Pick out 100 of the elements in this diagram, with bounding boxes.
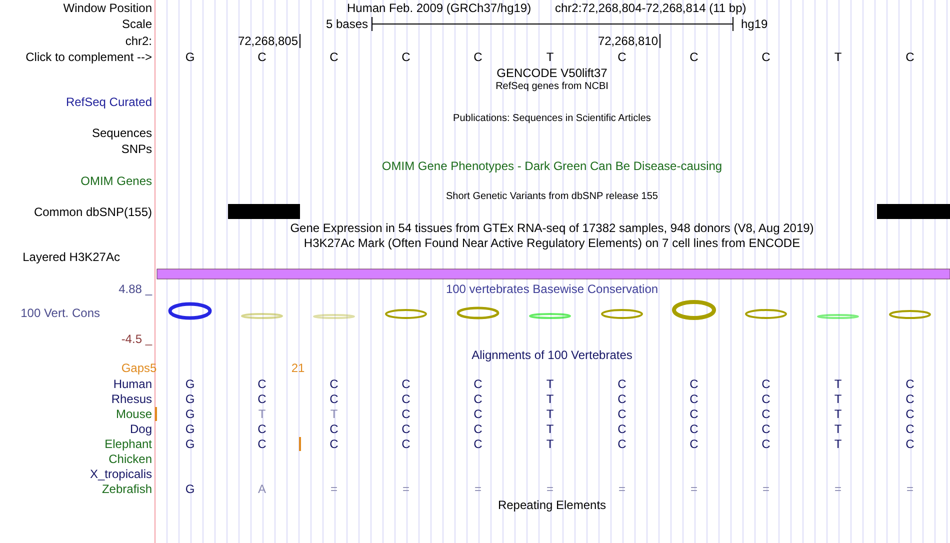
base-letter: T [546,407,554,421]
base-letter: T [546,392,554,406]
track-label: Sequences [92,126,152,140]
base-letter: G [185,422,195,436]
base-letter: C [402,392,410,406]
base-letter: C [690,377,698,391]
base-letter: C [618,407,626,421]
track-label: SNPs [121,142,152,156]
base-letter: C [330,437,338,451]
track-label: Click to complement --> [26,50,152,64]
base-letter: C [618,50,626,64]
base-letter: C [402,50,410,64]
base-letter: C [474,50,482,64]
base-letter: C [690,392,698,406]
position-label: 72,268,810 [598,34,658,48]
base-letter: = [906,482,914,496]
base-letter: G [185,482,195,496]
base-letter: T [834,50,842,64]
base-letter: C [402,407,410,421]
axis-value: -4.5 _ [121,332,152,346]
species-label: X_tropicalis [90,467,152,481]
base-letter: C [258,422,266,436]
track-label: Gaps [121,361,150,375]
base-letter: C [618,422,626,436]
track-label: RefSeq Curated [66,95,152,109]
base-letter: C [330,422,338,436]
base-letter: = [474,482,482,496]
track-title: H3K27Ac Mark (Often Found Near Active Regulatory Elements) on 7 cell lines from ENCODE [304,236,800,250]
base-letter: G [185,377,195,391]
gap-count: 5 [150,361,157,375]
base-letter: = [330,482,338,496]
track-label: chr2: [125,34,152,48]
track-label: Common dbSNP(155) [34,205,152,219]
base-letter: C [906,407,914,421]
track-title: GENCODE V50lift37 [496,66,608,80]
base-letter: C [330,50,338,64]
species-label: Mouse [116,407,152,421]
species-label: Chicken [108,452,152,466]
track-title: Gene Expression in 54 tissues from GTEx RNA-seq of 17382 samples, 948 donors (V8, Aug 2019) [290,221,814,235]
species-label: Human [113,377,152,391]
track-title: Publications: Sequences in Scientific Articles [453,112,651,126]
assembly-label: hg19 [741,17,768,31]
base-letter: C [906,392,914,406]
base-letter: C [690,422,698,436]
base-letter: T [546,377,554,391]
base-letter: A [258,482,266,496]
base-letter: C [906,50,914,64]
base-letter: C [762,50,770,64]
track-label: 100 Vert. Cons [20,306,100,320]
base-letter: T [834,437,842,451]
base-letter: T [258,407,266,421]
species-label: Rhesus [111,392,152,406]
gap-count: 21 [291,361,305,375]
base-letter: C [762,422,770,436]
track-label: Scale [122,17,152,31]
base-letter: T [834,407,842,421]
track-title: Short Genetic Variants from dbSNP release 155 [446,190,658,204]
track-title: RefSeq genes from NCBI [496,80,608,94]
base-letter: T [546,50,554,64]
track-title: Repeating Elements [498,498,606,512]
assembly-label: Human Feb. 2009 (GRCh37/hg19) [347,1,532,15]
position-range: chr2:72,268,804-72,268,814 (11 bp) [555,1,746,15]
base-letter: T [834,392,842,406]
base-letter: C [906,437,914,451]
base-letter: = [546,482,554,496]
base-letter: C [690,407,698,421]
base-letter: C [906,377,914,391]
base-letter: G [185,50,195,64]
track-label: Window Position [63,1,152,15]
base-letter: C [762,377,770,391]
track-title: Alignments of 100 Vertebrates [472,348,632,362]
track-title: OMIM Gene Phenotypes - Dark Green Can Be Disease-causing [382,159,722,173]
track-label: Layered H3K27Ac [22,250,120,264]
base-letter: C [258,392,266,406]
axis-value: 4.88 _ [118,282,152,296]
base-letter: C [330,392,338,406]
base-letter: G [185,392,195,406]
base-letter: C [690,437,698,451]
base-letter: G [185,437,195,451]
base-letter: C [618,437,626,451]
base-letter: C [762,437,770,451]
base-letter: C [906,422,914,436]
base-letter: = [762,482,770,496]
base-letter: C [258,437,266,451]
track-label: OMIM Genes [80,174,152,188]
base-letter: G [185,407,195,421]
base-letter: = [690,482,698,496]
base-letter: C [618,377,626,391]
base-letter: T [330,407,338,421]
base-letter: C [762,392,770,406]
base-letter: = [618,482,626,496]
base-letter: C [474,407,482,421]
base-letter: = [834,482,842,496]
base-letter: C [474,422,482,436]
base-letter: C [762,407,770,421]
track-title: 100 vertebrates Basewise Conservation [446,282,658,296]
base-letter: = [402,482,410,496]
base-letter: C [258,377,266,391]
base-letter: T [834,422,842,436]
species-label: Elephant [104,437,152,451]
